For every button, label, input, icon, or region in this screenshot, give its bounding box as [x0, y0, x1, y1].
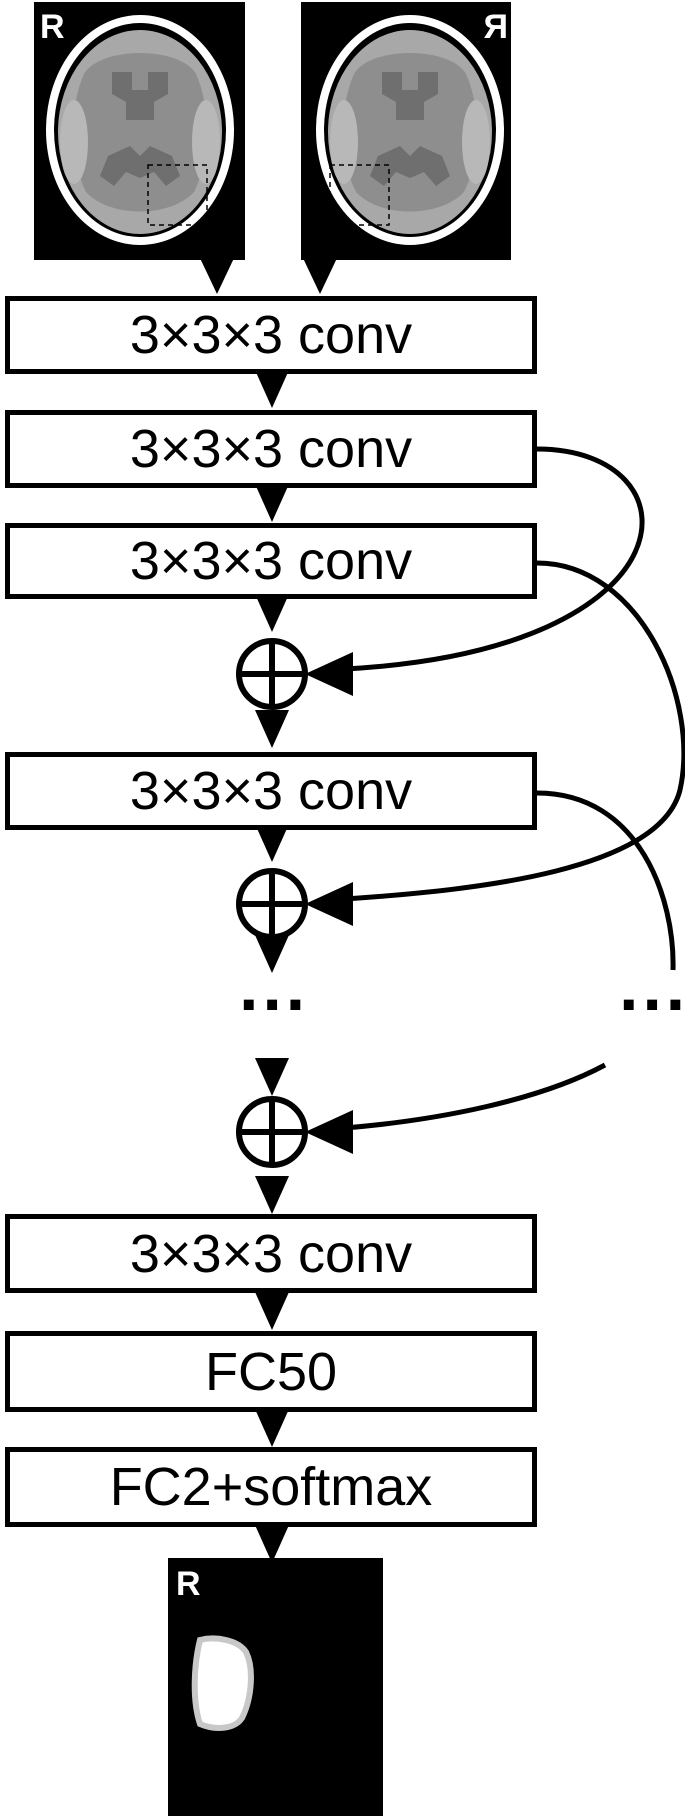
skip-connection-4 — [305, 1062, 607, 1154]
conv-layer-2-label: 3×3×3 conv — [129, 419, 413, 479]
input-scan-right: R — [301, 2, 511, 260]
arrow-main-2 — [255, 484, 289, 522]
arrow-main-4 — [255, 710, 289, 748]
arrow-main-3 — [255, 594, 289, 632]
scan-left-marker: R — [40, 8, 65, 46]
arrow-main-5 — [255, 824, 289, 862]
conv-layer-1: 3×3×3 conv — [5, 296, 537, 374]
arrow-main-6 — [255, 935, 289, 973]
arrow-main-7 — [255, 1058, 289, 1096]
arrow-main-1 — [255, 370, 289, 408]
conv-layer-2: 3×3×3 conv — [5, 410, 537, 488]
main-continuation: ··· — [239, 965, 309, 1043]
sum-node-1 — [236, 638, 308, 710]
conv-layer-4: 3×3×3 conv — [5, 752, 537, 830]
arrow-main-11 — [255, 1525, 289, 1563]
arrow-main-8 — [255, 1176, 289, 1214]
arrow-scan-left — [199, 256, 235, 294]
output-map: R — [168, 1558, 383, 1816]
conv-layer-5-label: 3×3×3 conv — [129, 1223, 413, 1284]
scan-right-marker: R — [483, 8, 508, 46]
conv-layer-3-label: 3×3×3 conv — [129, 531, 413, 591]
conv-layer-3: 3×3×3 conv — [5, 523, 537, 599]
sum-node-3 — [236, 1096, 308, 1168]
output-marker: R — [176, 1565, 201, 1603]
conv-layer-5: 3×3×3 conv — [5, 1214, 537, 1293]
arrow-scan-right — [302, 256, 338, 294]
fc50-layer: FC50 — [5, 1331, 537, 1412]
fc2-softmax-layer: FC2+softmax — [5, 1447, 537, 1527]
conv-layer-4-label: 3×3×3 conv — [129, 761, 413, 821]
skip-continuation: ··· — [619, 965, 685, 1043]
sum-node-2 — [236, 868, 308, 940]
fc2-softmax-layer-label: FC2+softmax — [109, 1457, 433, 1517]
arrow-main-9 — [255, 1292, 289, 1330]
conv-layer-1-label: 3×3×3 conv — [129, 305, 413, 365]
skip-connection-3 — [536, 790, 676, 971]
skip-connection-1 — [305, 446, 645, 696]
fc50-layer-label: FC50 — [204, 1341, 338, 1402]
input-scan-left: R — [34, 2, 245, 260]
skip-connection-2 — [305, 560, 685, 926]
arrow-main-10 — [255, 1409, 289, 1447]
